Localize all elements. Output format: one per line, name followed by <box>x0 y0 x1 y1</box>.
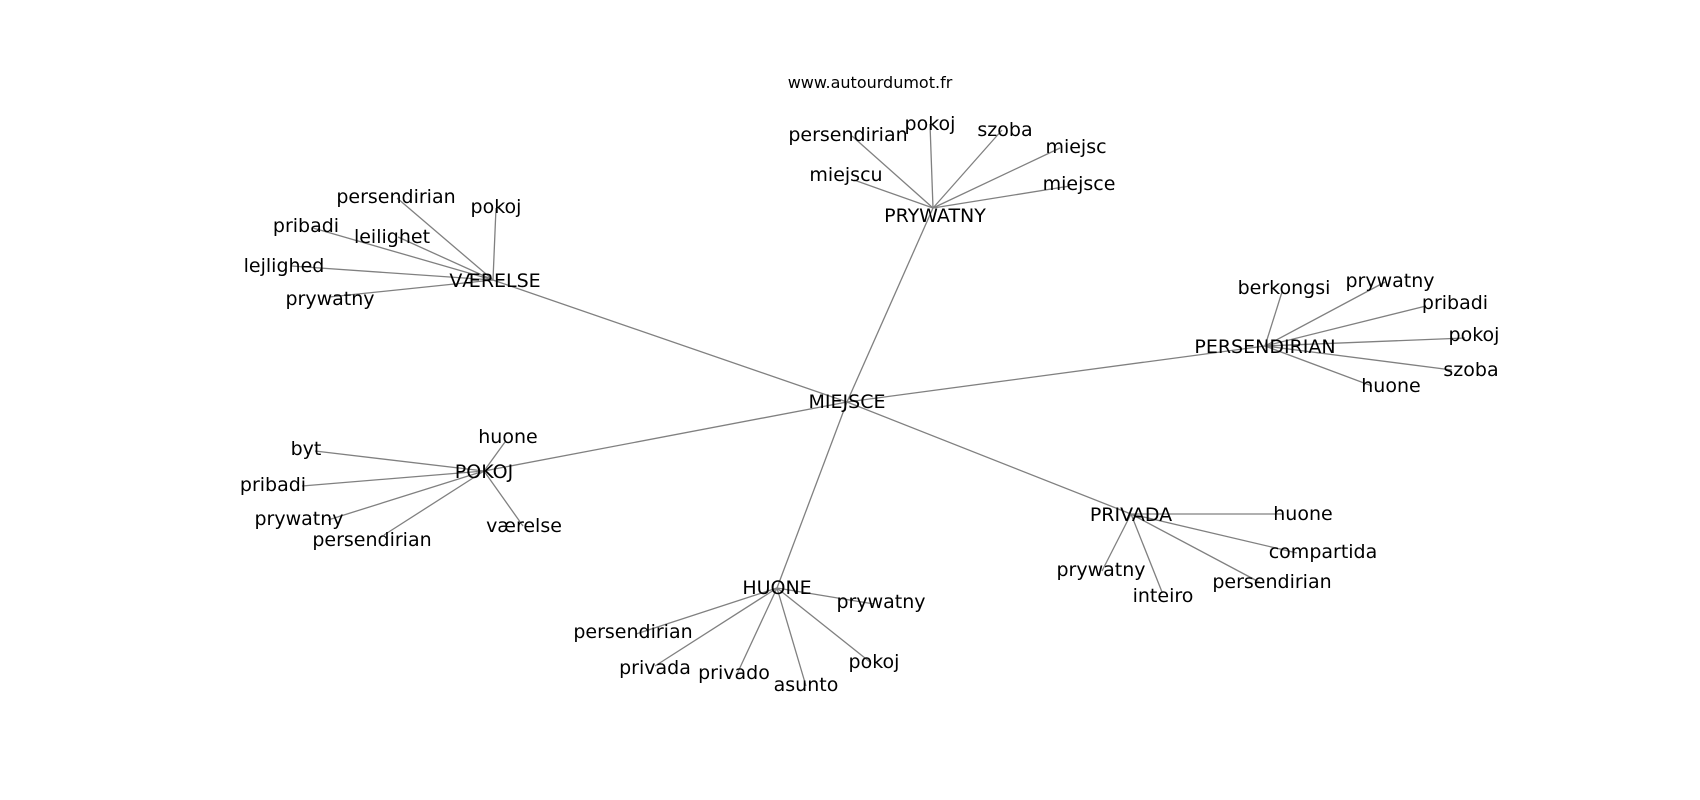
edge-center-to-huone <box>776 401 848 589</box>
leaf-node-label-pribadi: pribadi <box>273 215 339 237</box>
edge-privada-to-inteiro <box>1130 513 1163 593</box>
edges-layer <box>290 123 1466 687</box>
edge-center-to-privada <box>846 401 1132 515</box>
edge-privada-to-persendirian <box>1130 513 1262 584</box>
leaf-node-label-persendirian: persendirian <box>788 124 907 146</box>
leaf-node-label-leilighet: leilighet <box>354 226 430 248</box>
center-node-label: MIEJSCE <box>809 391 886 413</box>
edge-prywatny-to-pokoj <box>929 123 934 209</box>
leaf-node-label-inteiro: inteiro <box>1133 585 1194 607</box>
leaf-node-label-persendirian: persendirian <box>336 186 455 208</box>
edge-persendirian-to-berkongsi <box>1264 291 1283 347</box>
leaf-node-label-huone: huone <box>478 426 537 448</box>
leaf-node-label-pokoj: pokoj <box>471 196 522 218</box>
edge-v-relse-to-persendirian <box>396 197 494 281</box>
edge-prywatny-to-miejsce <box>932 185 1071 209</box>
edge-huone-to-privada <box>654 587 778 667</box>
edge-huone-to-pokoj <box>776 587 871 663</box>
leaf-node-label-v-relse: værelse <box>486 515 562 537</box>
edge-center-to-v-relse <box>492 279 848 403</box>
edge-privada-to-prywatny <box>1101 513 1132 572</box>
leaf-node-label-huone: huone <box>1361 375 1420 397</box>
edge-prywatny-to-szoba <box>932 129 1003 209</box>
leaf-node-label-prywatny: prywatny <box>1345 270 1434 292</box>
leaf-node-label-pokoj: pokoj <box>1449 324 1500 346</box>
edge-persendirian-to-pribadi <box>1264 305 1427 347</box>
leaf-node-label-szoba: szoba <box>1443 359 1498 381</box>
leaf-node-label-persendirian: persendirian <box>1212 571 1331 593</box>
edge-huone-to-privado <box>736 587 778 675</box>
hub-node-label-privada: PRIVADA <box>1090 504 1172 526</box>
site-credit: www.autourdumot.fr <box>788 73 953 92</box>
edge-huone-to-persendirian <box>635 587 778 635</box>
edge-huone-to-prywatny <box>776 587 875 605</box>
leaf-node-label-szoba: szoba <box>977 119 1032 141</box>
leaf-node-label-prywatny: prywatny <box>254 508 343 530</box>
leaf-node-label-huone: huone <box>1273 503 1332 525</box>
leaf-node-label-prywatny: prywatny <box>285 288 374 310</box>
leaf-node-label-berkongsi: berkongsi <box>1238 277 1331 299</box>
hub-node-label-pokoj: POKOJ <box>455 461 513 483</box>
leaf-node-label-persendirian: persendirian <box>573 621 692 643</box>
edge-pokoj-to-persendirian <box>383 470 485 536</box>
leaf-node-label-miejsc: miejsc <box>1045 136 1106 158</box>
leaf-node-label-miejsce: miejsce <box>1043 173 1116 195</box>
edge-center-to-pokoj <box>483 401 848 472</box>
hub-node-label-persendirian: PERSENDIRIAN <box>1194 336 1335 358</box>
leaf-node-label-compartida: compartida <box>1269 541 1378 563</box>
edge-privada-to-compartida <box>1130 513 1298 554</box>
edge-v-relse-to-prywatny <box>328 279 494 298</box>
hub-node-label-prywatny: PRYWATNY <box>884 205 986 227</box>
edge-pokoj-to-byt <box>314 450 485 472</box>
leaf-node-label-privada: privada <box>619 657 691 679</box>
hub-node-label-v-relse: VÆRELSE <box>449 270 540 292</box>
leaf-node-label-privado: privado <box>698 662 770 684</box>
edge-persendirian-to-prywatny <box>1264 281 1386 347</box>
leaf-node-label-persendirian: persendirian <box>312 529 431 551</box>
edge-prywatny-to-miejscu <box>853 179 934 209</box>
edge-v-relse-to-pribadi <box>312 227 494 281</box>
edge-pokoj-to-pribadi <box>301 470 485 487</box>
leaf-node-label-byt: byt <box>291 438 322 460</box>
leaf-node-label-asunto: asunto <box>774 674 839 696</box>
edge-pokoj-to-prywatny <box>327 470 485 521</box>
leaf-node-label-prywatny: prywatny <box>1056 559 1145 581</box>
edge-v-relse-to-pokoj <box>492 207 497 281</box>
edge-center-to-persendirian <box>846 345 1266 403</box>
edge-persendirian-to-pokoj <box>1264 337 1466 347</box>
edge-center-to-prywatny <box>846 207 934 403</box>
edge-v-relse-to-lejlighed <box>290 265 494 281</box>
edge-pokoj-to-huone <box>483 441 506 472</box>
leaf-node-label-prywatny: prywatny <box>836 591 925 613</box>
edge-v-relse-to-leilighet <box>397 236 494 281</box>
edge-pokoj-to-v-relse <box>483 470 524 527</box>
leaf-node-label-pribadi: pribadi <box>240 474 306 496</box>
edge-persendirian-to-szoba <box>1264 345 1453 371</box>
edge-prywatny-to-miejsc <box>932 147 1061 209</box>
edge-prywatny-to-persendirian <box>851 135 934 209</box>
leaf-node-label-pribadi: pribadi <box>1422 292 1488 314</box>
leaf-node-label-pokoj: pokoj <box>905 113 956 135</box>
leaf-node-label-pokoj: pokoj <box>849 651 900 673</box>
edge-persendirian-to-huone <box>1264 345 1373 387</box>
hub-node-label-huone: HUONE <box>742 577 811 599</box>
leaf-node-label-lejlighed: lejlighed <box>244 255 325 277</box>
leaf-node-label-miejscu: miejscu <box>809 164 882 186</box>
edge-huone-to-asunto <box>776 587 807 687</box>
